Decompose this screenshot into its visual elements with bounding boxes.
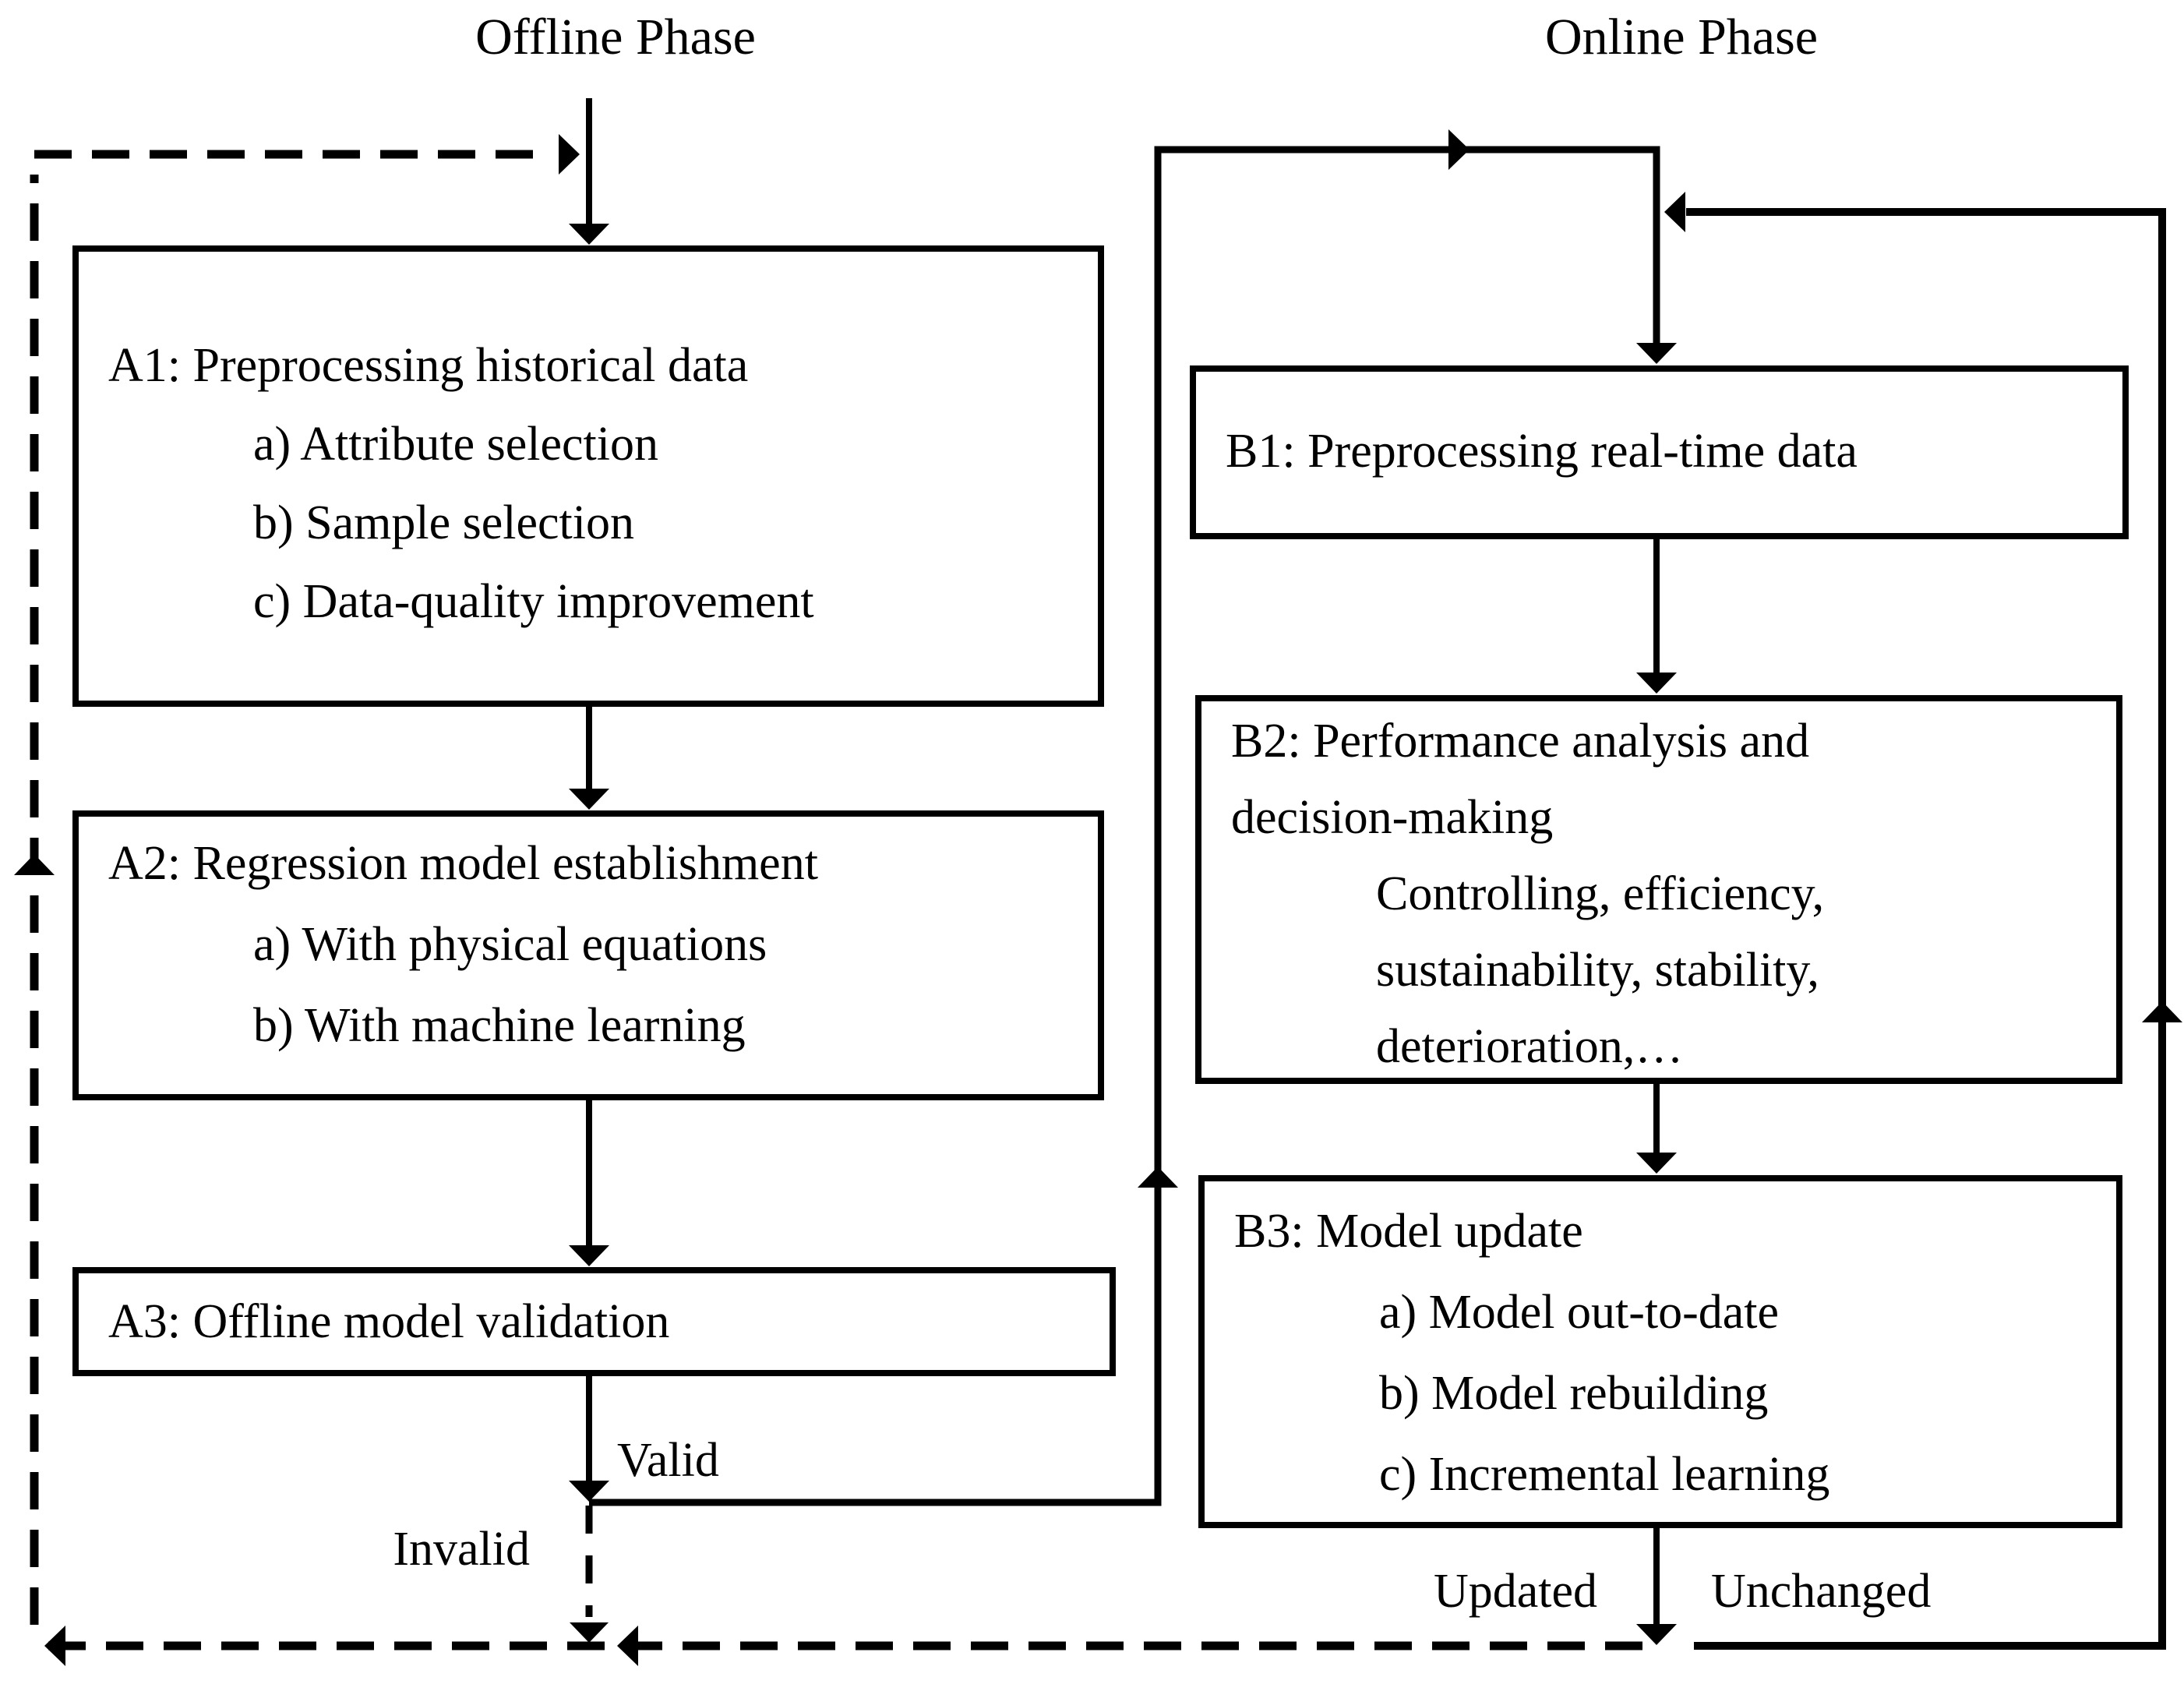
arrowhead-into-b1: [1636, 343, 1677, 364]
offline-phase-title: Offline Phase: [475, 9, 756, 65]
box-a1-preprocessing-historical-data: A1: Preprocessing historical data a) Att…: [72, 245, 1104, 707]
online-phase-title: Online Phase: [1544, 9, 1819, 65]
box-a1-item-a: a) Attribute selection: [253, 418, 658, 471]
edge-label-updated: Updated: [1433, 1565, 1597, 1618]
box-b3-model-update: B3: Model update a) Model out-to-date b)…: [1198, 1175, 2122, 1528]
arrowhead-into-a1: [569, 224, 609, 245]
edge-valid-loop: [589, 146, 1660, 1506]
arrowhead-valid-up-mid: [1138, 1167, 1178, 1188]
arrowhead-into-a3: [569, 1245, 609, 1266]
arrowhead-unchanged-up-mid: [2142, 1001, 2182, 1022]
arrowhead-into-a2: [569, 789, 609, 810]
box-a1-item-c: c) Data-quality improvement: [253, 575, 814, 628]
box-b2-title-line1: B2: Performance analysis and: [1231, 715, 1810, 768]
arrowhead-bottom-left-mid: [617, 1626, 638, 1666]
box-b2-item-1: Controlling, efficiency,: [1376, 867, 1825, 920]
arrowhead-into-b2: [1636, 673, 1677, 694]
arrowhead-toploop-right-mid: [1448, 129, 1470, 170]
box-a1-title: A1: Preprocessing historical data: [108, 339, 749, 392]
arrowhead-bottom-left-end: [44, 1626, 65, 1666]
edge-label-valid: Valid: [617, 1434, 719, 1487]
edge-unchanged-loop: [1686, 208, 2166, 1650]
arrowhead-left-return-up-mid: [14, 854, 55, 875]
box-a3-offline-model-validation: A3: Offline model validation: [72, 1267, 1116, 1376]
box-b3-item-b: b) Model rebuilding: [1379, 1367, 1769, 1420]
box-a1-item-b: b) Sample selection: [253, 496, 634, 549]
box-b3-item-c: c) Incremental learning: [1379, 1448, 1830, 1501]
box-b2-title-line2: decision-making: [1231, 791, 1554, 844]
arrowhead-into-b3: [1636, 1153, 1677, 1174]
box-b2-item-3: deterioration,…: [1376, 1020, 1684, 1073]
box-a2-item-a: a) With physical equations: [253, 918, 767, 971]
box-a2-regression-model-establishment: A2: Regression model establishment a) Wi…: [72, 810, 1104, 1100]
arrowhead-restart-right: [559, 134, 580, 175]
box-a2-item-b: b) With machine learning: [253, 999, 746, 1052]
box-b2-item-2: sustainability, stability,: [1376, 944, 1819, 997]
arrowhead-valid-down: [569, 1481, 609, 1502]
arrowhead-invalid-down: [570, 1622, 609, 1643]
arrowhead-b3-out-down: [1636, 1624, 1677, 1645]
box-a3-title: A3: Offline model validation: [108, 1295, 670, 1348]
box-b3-item-a: a) Model out-to-date: [1379, 1286, 1780, 1339]
box-a2-title: A2: Regression model establishment: [108, 837, 818, 890]
arrowhead-feedback-left: [1664, 192, 1685, 232]
edge-label-unchanged: Unchanged: [1711, 1565, 1932, 1618]
box-b1-preprocessing-real-time-data: B1: Preprocessing real-time data: [1190, 365, 2129, 539]
box-b1-title: B1: Preprocessing real-time data: [1226, 425, 1858, 478]
edge-label-invalid: Invalid: [393, 1523, 530, 1576]
box-b3-title: B3: Model update: [1234, 1205, 1583, 1258]
box-b2-performance-analysis: B2: Performance analysis and decision-ma…: [1195, 695, 2122, 1084]
